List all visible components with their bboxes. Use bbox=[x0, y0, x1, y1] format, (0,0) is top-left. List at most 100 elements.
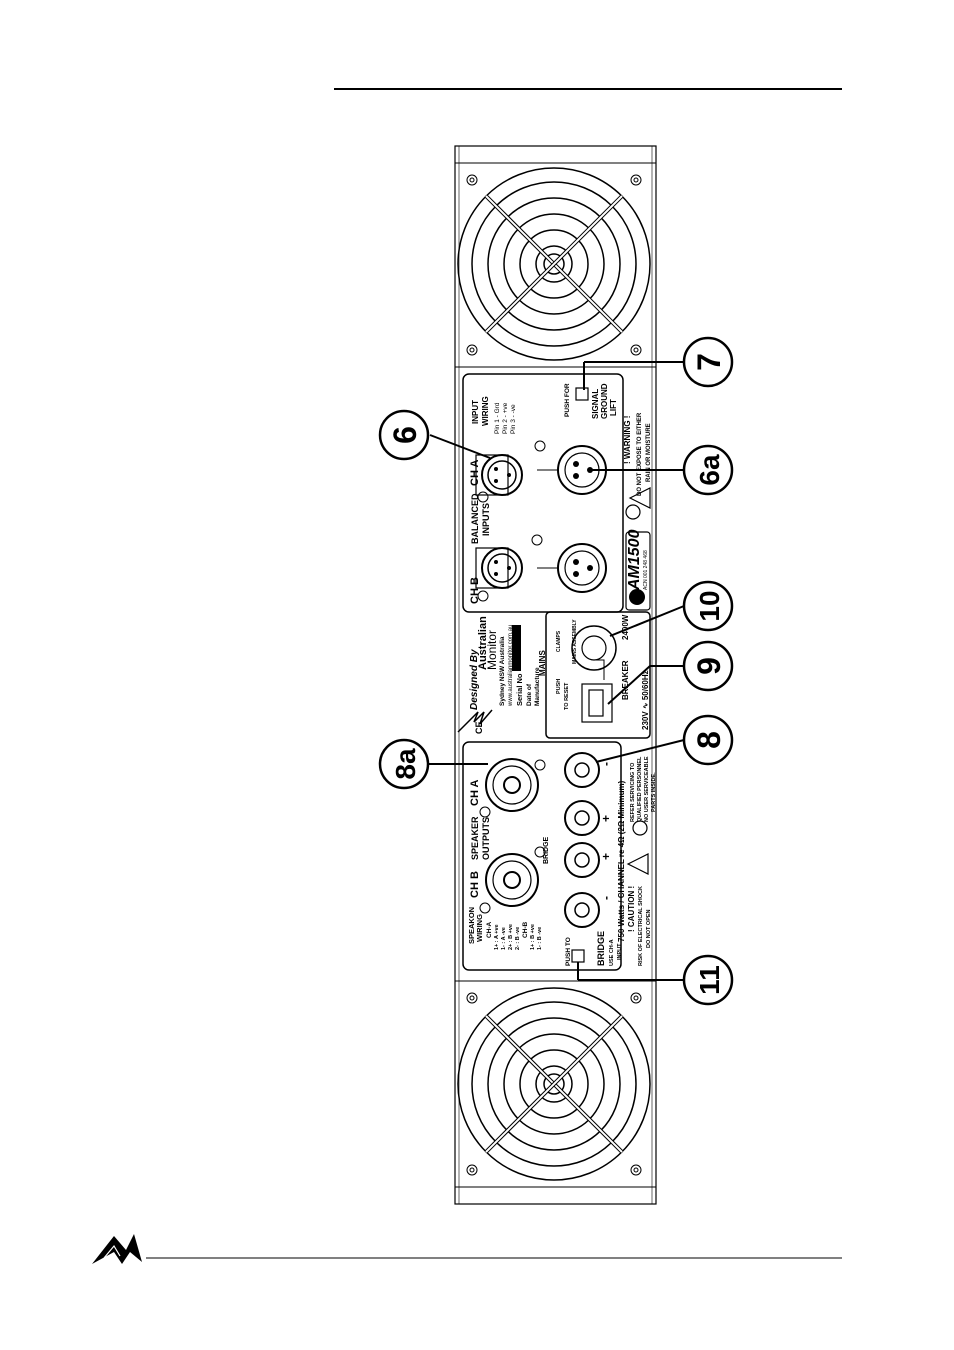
caution-triangle-icon bbox=[626, 853, 649, 875]
caution-title: ! CAUTION ! bbox=[627, 886, 636, 932]
speakon-wiring-4: 2- : B -ve bbox=[515, 927, 521, 950]
svg-text:11: 11 bbox=[694, 965, 725, 995]
use-cha-label-1: USE CH-A bbox=[609, 939, 615, 966]
input-wiring-pin2: Pin 2 - +ve bbox=[502, 402, 509, 434]
breaker-to-reset: TO RESET bbox=[564, 682, 570, 710]
brand-serial: Serial No bbox=[515, 673, 524, 706]
input-wiring-pin3: Pin 3 - -ve bbox=[510, 404, 517, 434]
signal-label: SIGNAL bbox=[591, 389, 600, 419]
callout-7: 7 bbox=[583, 336, 734, 390]
speakon-wiring-3: 2+ : B +ve bbox=[508, 924, 514, 950]
speakon-wiring-cha: CH-A bbox=[486, 921, 493, 938]
brand-australian: Australian bbox=[477, 616, 489, 670]
speakon-wiring-chb: CH-B bbox=[522, 921, 529, 938]
breaker-rocker[interactable] bbox=[588, 689, 604, 717]
refer-line-2: QUALIFIED PERSONNEL bbox=[637, 756, 643, 822]
use-cha-label-2: INPUT bbox=[617, 943, 623, 960]
bridge-label: BRIDGE bbox=[543, 836, 550, 864]
mains-title: MAINS bbox=[538, 650, 547, 676]
output-ch-b-label: CH B bbox=[469, 871, 481, 898]
input-wiring-title-2: WIRING bbox=[481, 396, 490, 426]
warning-line-2: RAIN OR MOISTURE bbox=[646, 423, 652, 482]
chassis-outline bbox=[454, 145, 657, 1205]
output-minus-b: - bbox=[599, 896, 613, 900]
brand-designed-by: Designed By bbox=[469, 649, 480, 710]
brand-location: Sydney NSW Australia bbox=[499, 636, 506, 706]
svg-text:6a: 6a bbox=[694, 454, 725, 486]
speakon-wiring-6: 1- : B -ve bbox=[537, 927, 543, 950]
ground-label: GROUND bbox=[600, 383, 609, 419]
output-screw bbox=[632, 820, 648, 836]
refer-line-4: PARTS INSIDE. bbox=[651, 772, 657, 812]
speaker-label: SPEAKER bbox=[470, 816, 480, 860]
brand-website: www.australianmonitor.com.au bbox=[508, 625, 514, 707]
svg-text:8: 8 bbox=[691, 731, 727, 749]
speakon-ch-b bbox=[479, 846, 546, 914]
signal-ground-lift-switch[interactable] bbox=[575, 387, 589, 401]
callout-10: 10 bbox=[609, 580, 734, 637]
ce-mark: CE bbox=[474, 721, 484, 734]
input-inputs-label: INPUTS bbox=[481, 503, 491, 536]
model-badge-box bbox=[625, 531, 651, 611]
output-panel-box bbox=[462, 741, 622, 971]
push-for-label: PUSH FOR bbox=[564, 383, 571, 417]
bridge-switch-label: BRIDGE bbox=[596, 931, 606, 966]
speakon-wiring-5: 1+ : B +ve bbox=[530, 924, 536, 950]
brand-manufacture: Manufacture bbox=[534, 667, 541, 706]
speakon-ch-a bbox=[479, 758, 546, 818]
svg-text:7: 7 bbox=[691, 353, 727, 371]
svg-text:10: 10 bbox=[694, 590, 725, 621]
push-to-label: PUSH TO bbox=[565, 937, 572, 966]
serial-number-plate bbox=[512, 625, 521, 671]
warning-title: ! WARNING ! bbox=[623, 416, 632, 464]
speakon-wiring-1: 1+ : A +ve bbox=[494, 924, 500, 950]
power-rating-label: 750 Watts / CHANNEL re 4Ω (2Ω Minimum) bbox=[617, 780, 626, 942]
xlr-jacks-ch-b bbox=[475, 534, 607, 602]
speakon-wiring-2: 1- : A -ve bbox=[501, 927, 507, 950]
brand-logo-icon bbox=[457, 709, 493, 733]
caution-line-1: RISK OF ELECTRICAL SHOCK bbox=[638, 886, 644, 966]
refer-line-1: REFER SERVICING TO bbox=[630, 762, 636, 822]
mains-wattage: 2400W bbox=[621, 614, 630, 640]
breaker-push: PUSH bbox=[556, 679, 562, 694]
warning-triangle-icon bbox=[628, 487, 651, 509]
callout-6a: 6a bbox=[590, 444, 734, 496]
svg-text:9: 9 bbox=[691, 657, 727, 675]
binding-posts bbox=[564, 752, 600, 928]
model-sub-label: ACN 001 248 468 bbox=[643, 550, 649, 590]
fan-grille-top bbox=[454, 162, 657, 368]
breaker-label: BREAKER bbox=[621, 660, 630, 700]
outputs-label: OUTPUTS bbox=[481, 817, 491, 860]
fan-grille-bottom bbox=[454, 980, 657, 1188]
mains-cable-gland bbox=[571, 625, 617, 671]
callout-9: 9 bbox=[607, 640, 734, 705]
mains-clamps: CLAMPS bbox=[556, 630, 562, 652]
mains-voltage: 230V ∿ 50/60Hz bbox=[641, 670, 650, 730]
input-ch-a-label: CH A bbox=[469, 459, 481, 486]
svg-text:8a: 8a bbox=[390, 748, 421, 780]
footer-brand-logo bbox=[92, 1234, 142, 1264]
output-minus-a: - bbox=[599, 762, 613, 766]
mains-panel-box bbox=[545, 611, 651, 739]
output-plus-b: + bbox=[599, 853, 613, 860]
input-wiring-title-1: INPUT bbox=[471, 400, 480, 424]
speakon-wiring-title-2: WIRING bbox=[475, 914, 484, 942]
lift-label: LIFT bbox=[609, 399, 618, 416]
bridge-switch[interactable] bbox=[571, 949, 585, 963]
callout-11: 11 bbox=[577, 954, 734, 1006]
speakon-wiring-title-1: SPEAKON bbox=[467, 907, 476, 944]
output-plus-a: + bbox=[599, 815, 613, 822]
input-panel-box bbox=[462, 373, 624, 613]
svg-text:6: 6 bbox=[387, 426, 423, 444]
input-wiring-pin1: Pin 1 - Grd bbox=[494, 402, 501, 434]
callout-8a: 8a bbox=[378, 738, 488, 790]
callout-8: 8 bbox=[595, 714, 734, 766]
warning-line-1: DO NOT EXPOSE TO EITHER bbox=[637, 412, 643, 496]
mains-assembly: MAINS ASSEMBLY bbox=[572, 619, 578, 664]
output-ch-a-label: CH A bbox=[469, 779, 481, 806]
caution-line-2: DO NOT OPEN bbox=[646, 909, 652, 948]
model-logo-icon bbox=[629, 589, 645, 605]
callout-6: 6 bbox=[378, 409, 491, 461]
refer-line-3: NO USER SERVICEABLE bbox=[644, 756, 650, 822]
